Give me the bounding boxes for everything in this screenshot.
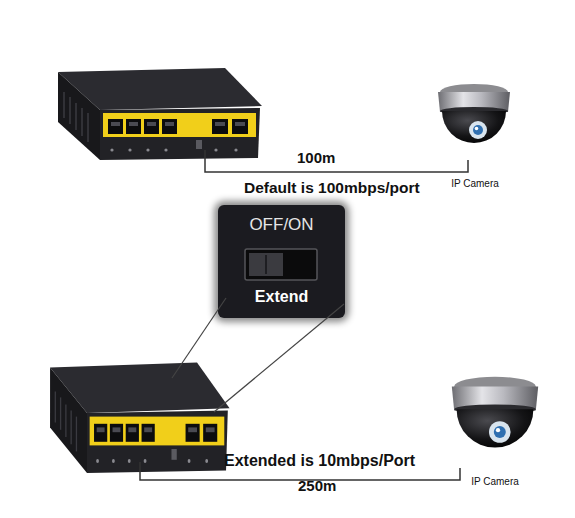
dome-camera — [438, 84, 510, 143]
ip-camera: IP Camera — [445, 384, 545, 492]
leader-line — [172, 298, 226, 378]
dip-switch — [245, 249, 317, 280]
camera-label: IP Camera — [445, 476, 545, 488]
speed-note: Default is 100mbps/port — [244, 179, 420, 197]
distance-label: 100m — [297, 149, 335, 166]
camera-label: IP Camera — [430, 178, 520, 190]
poe-switch — [58, 68, 262, 160]
network-cable — [205, 150, 468, 172]
switch-position-label: OFF/ON — [218, 215, 345, 235]
leader-line — [214, 304, 344, 412]
distance-label: 250m — [298, 477, 336, 494]
ip-camera: IP Camera — [430, 84, 520, 194]
switch-closeup: OFF/ON Extend — [218, 205, 345, 318]
speed-note: Extended is 10mbps/Port — [224, 452, 415, 470]
switch-name-label: Extend — [218, 288, 345, 306]
dip-switch-handle — [249, 253, 283, 276]
poe-switch — [50, 363, 230, 473]
handle-groove — [265, 255, 267, 274]
dome-camera — [452, 377, 538, 448]
